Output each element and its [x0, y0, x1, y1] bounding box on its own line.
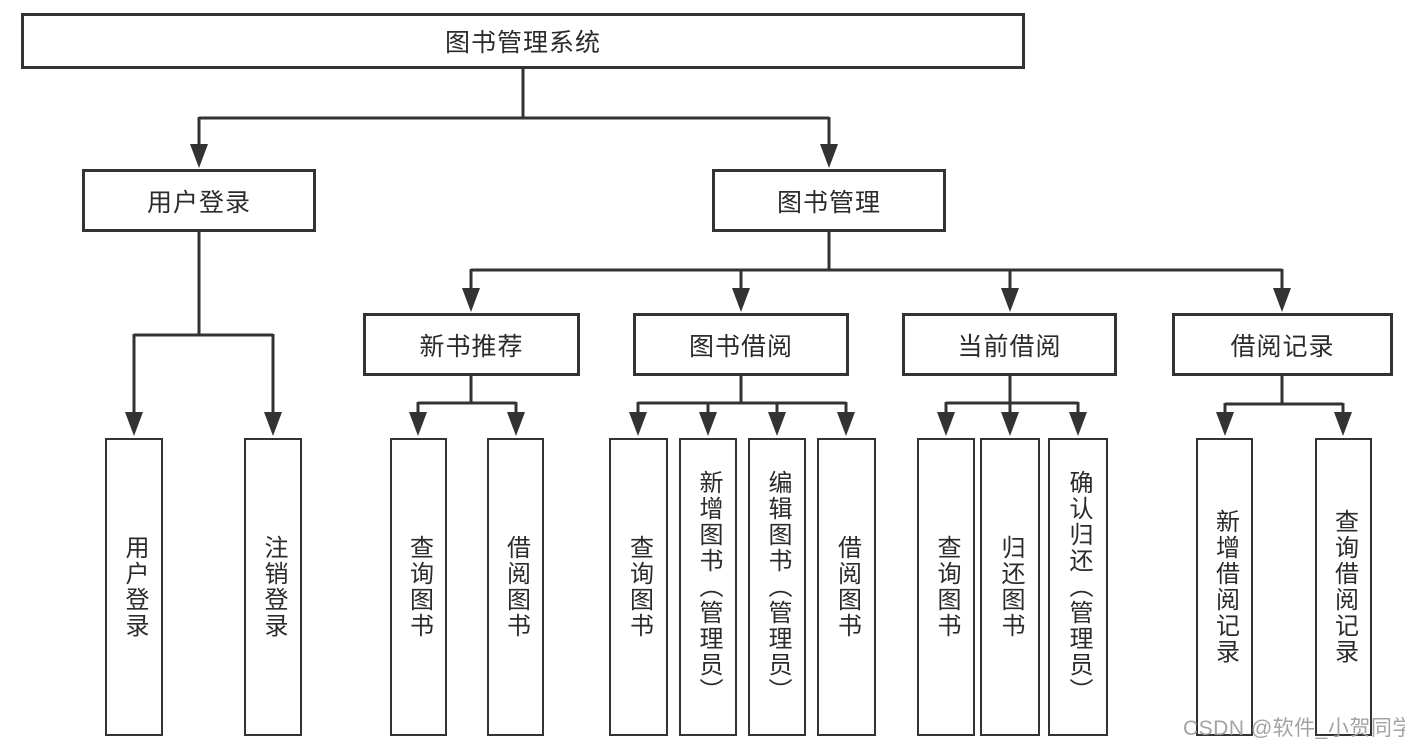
connectors-book-borrow-group: [629, 376, 855, 436]
leaf-user-login: 用户登录: [105, 438, 163, 736]
leaf-logout-label: 注销登录: [260, 535, 287, 639]
leaf-borrow-books-1-label: 借阅图书: [502, 535, 530, 639]
leaf-add-borrow-record-label: 新增借阅记录: [1211, 509, 1239, 665]
leaf-add-books-admin-label: 新增图书（管理员）: [695, 470, 722, 704]
leaf-add-borrow-record: 新增借阅记录: [1196, 438, 1253, 736]
leaf-return-books: 归还图书: [980, 438, 1040, 736]
leaf-confirm-return-admin-label: 确认归还（管理员）: [1065, 470, 1092, 704]
node-borrowing-records: 借阅记录: [1172, 313, 1393, 376]
leaf-query-borrow-record-label: 查询借阅记录: [1330, 509, 1358, 665]
csdn-watermark: CSDN @软件_小贺同学: [1183, 717, 1405, 740]
node-current-borrowing: 当前借阅: [902, 313, 1117, 376]
leaf-query-books-2-label: 查询图书: [625, 535, 653, 639]
connectors-user-login-branch: [125, 232, 282, 436]
leaf-query-books-1-label: 查询图书: [405, 535, 433, 639]
leaf-query-books-1: 查询图书: [390, 438, 447, 736]
leaf-query-books-3: 查询图书: [917, 438, 975, 736]
leaf-return-books-label: 归还图书: [997, 535, 1024, 639]
leaf-query-books-2: 查询图书: [609, 438, 668, 736]
node-new-book-recommend: 新书推荐: [363, 313, 580, 376]
node-root-library-system: 图书管理系统: [21, 13, 1025, 69]
connectors-current-borrow-group: [937, 376, 1087, 436]
leaf-query-books-3-label: 查询图书: [933, 535, 960, 639]
leaf-borrow-books-2-label: 借阅图书: [833, 535, 861, 639]
leaf-logout: 注销登录: [244, 438, 302, 736]
leaf-borrow-books-2: 借阅图书: [817, 438, 876, 736]
connectors-root-to-level2: [190, 69, 838, 168]
leaf-confirm-return-admin: 确认归还（管理员）: [1048, 438, 1108, 736]
leaf-add-books-admin: 新增图书（管理员）: [679, 438, 737, 736]
leaf-edit-books-admin: 编辑图书（管理员）: [748, 438, 806, 736]
node-book-borrowing: 图书借阅: [633, 313, 849, 376]
connectors-borrow-records-group: [1216, 376, 1352, 436]
leaf-query-borrow-record: 查询借阅记录: [1315, 438, 1372, 736]
leaf-borrow-books-1: 借阅图书: [487, 438, 544, 736]
connectors-new-book-rec-group: [409, 376, 525, 436]
leaf-edit-books-admin-label: 编辑图书（管理员）: [764, 470, 791, 704]
leaf-user-login-label: 用户登录: [121, 535, 148, 639]
node-user-login-branch: 用户登录: [82, 169, 316, 232]
connectors-book-mgmt-to-groups: [462, 232, 1291, 312]
node-book-management-branch: 图书管理: [712, 169, 946, 232]
